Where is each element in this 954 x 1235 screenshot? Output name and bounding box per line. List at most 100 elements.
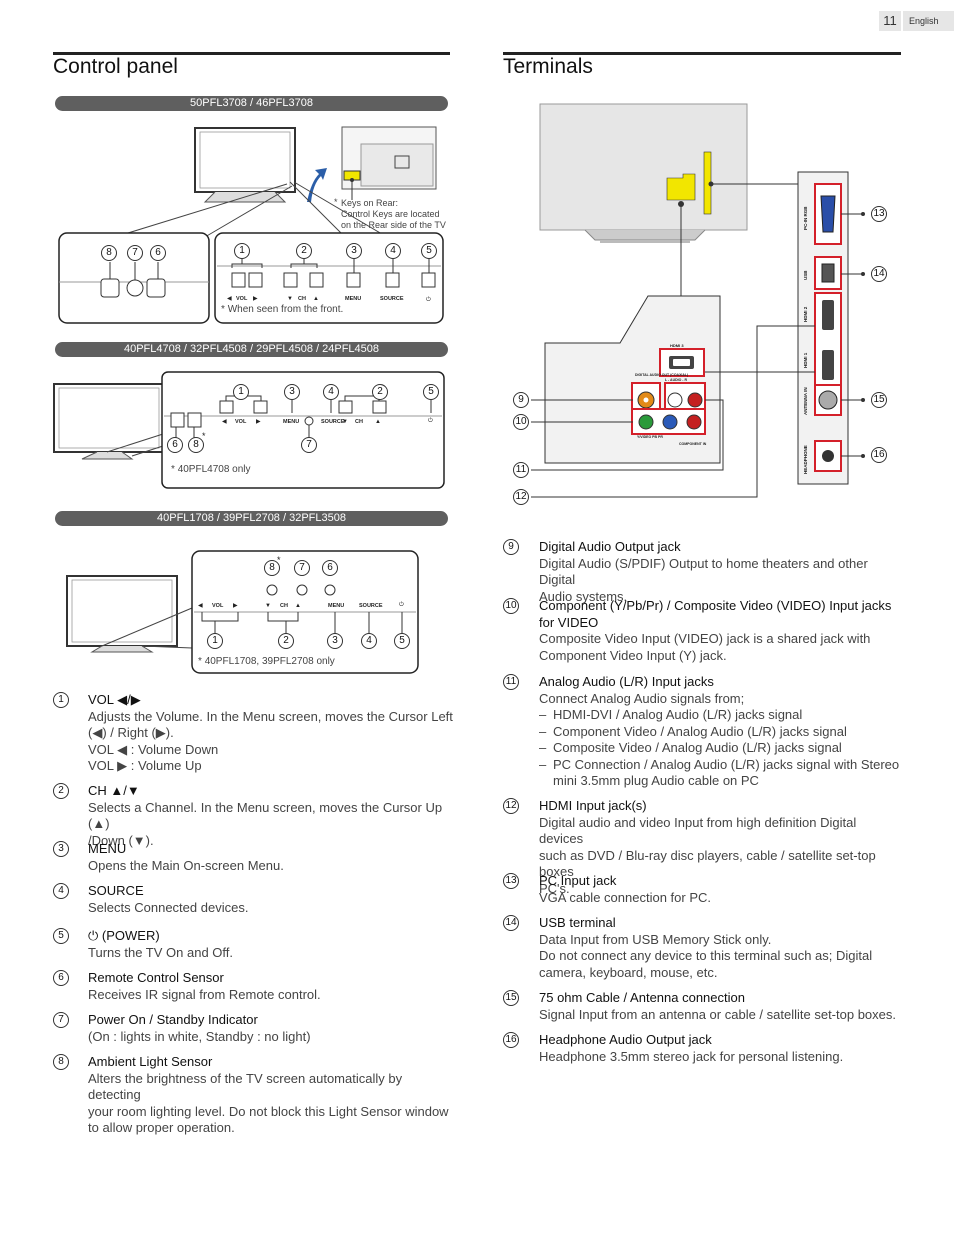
svg-text:DIGITAL AUDIO OUT (COAXIAL): DIGITAL AUDIO OUT (COAXIAL) bbox=[635, 373, 688, 377]
svg-text:▶: ▶ bbox=[233, 603, 238, 609]
svg-text:SOURCE: SOURCE bbox=[359, 603, 383, 609]
svg-text:CH: CH bbox=[355, 419, 363, 425]
callout-6: 6 bbox=[150, 245, 166, 261]
svg-text:Y/VIDEO PB PR: Y/VIDEO PB PR bbox=[637, 435, 663, 439]
callout-6: 6 bbox=[167, 437, 183, 453]
svg-text:▼: ▼ bbox=[265, 603, 271, 609]
callout-13: 13 bbox=[871, 206, 887, 222]
svg-text:COMPONENT IN: COMPONENT IN bbox=[679, 442, 707, 446]
svg-text:▼: ▼ bbox=[287, 296, 293, 302]
callout-14: 14 bbox=[871, 266, 887, 282]
section-rule bbox=[503, 52, 901, 55]
callout-11: 11 bbox=[513, 462, 529, 478]
model-bar-2: 40PFL4708 / 32PFL4508 / 29PFL4508 / 24PF… bbox=[55, 342, 448, 357]
model-1708-note: * 40PFL1708, 39PFL2708 only bbox=[198, 656, 335, 667]
rear-keys-note: *Keys on Rear: Control Keys are located … bbox=[334, 197, 446, 230]
control-panel-title: Control panel bbox=[53, 55, 178, 78]
model-bar-1: 50PFL3708 / 46PFL3708 bbox=[55, 96, 448, 111]
callout-3: 3 bbox=[346, 243, 362, 259]
terminals-title: Terminals bbox=[503, 55, 593, 78]
callout-3: 3 bbox=[284, 384, 300, 400]
svg-text:HDMI 1: HDMI 1 bbox=[803, 352, 808, 368]
section-rule bbox=[53, 52, 450, 55]
svg-text:SOURCE: SOURCE bbox=[321, 419, 345, 425]
svg-text:▲: ▲ bbox=[295, 603, 301, 609]
callout-8: 8 bbox=[101, 245, 117, 261]
page-number: 11 bbox=[879, 11, 901, 31]
svg-text:MENU: MENU bbox=[283, 419, 299, 425]
svg-text:▲: ▲ bbox=[313, 296, 319, 302]
svg-text:⏻: ⏻ bbox=[426, 296, 431, 303]
callout-2: 2 bbox=[278, 633, 294, 649]
svg-text:▲: ▲ bbox=[375, 419, 381, 425]
terminals-diagram: HDMI 3 DIGITAL AUDIO OUT (COAXIAL) L - A… bbox=[531, 103, 865, 498]
callout-7: 7 bbox=[127, 245, 143, 261]
cp-item-5: 5⏻ (POWER)Turns the TV On and Off. bbox=[53, 928, 453, 961]
svg-text:◀: ◀ bbox=[227, 296, 232, 302]
callout-7: 7 bbox=[294, 560, 310, 576]
callout-12: 12 bbox=[513, 489, 529, 505]
svg-text:▼: ▼ bbox=[342, 419, 348, 425]
svg-text:VOL: VOL bbox=[236, 296, 248, 302]
front-view-note: * When seen from the front. bbox=[221, 304, 344, 315]
callout-16: 16 bbox=[871, 447, 887, 463]
callout-5: 5 bbox=[394, 633, 410, 649]
callout-6: 6 bbox=[322, 560, 338, 576]
callout-1: 1 bbox=[234, 243, 250, 259]
callout-5: 5 bbox=[423, 384, 439, 400]
callout-4: 4 bbox=[323, 384, 339, 400]
list-item: HDMI-DVI / Analog Audio (L/R) jacks sign… bbox=[539, 707, 903, 724]
model-4708-note: * 40PFL4708 only bbox=[171, 464, 251, 475]
svg-text:*: * bbox=[277, 555, 281, 565]
svg-text:HDMI 2: HDMI 2 bbox=[803, 306, 808, 322]
svg-text:◀: ◀ bbox=[222, 419, 227, 425]
callout-4: 4 bbox=[385, 243, 401, 259]
callout-10: 10 bbox=[513, 414, 529, 430]
list-item: Component Video / Analog Audio (L/R) jac… bbox=[539, 724, 903, 741]
callout-3: 3 bbox=[327, 633, 343, 649]
model-bar-3: 40PFL1708 / 39PFL2708 / 32PFL3508 bbox=[55, 511, 448, 526]
language-label: English bbox=[903, 11, 954, 31]
svg-text:⏻: ⏻ bbox=[428, 417, 433, 424]
list-item: Composite Video / Analog Audio (L/R) jac… bbox=[539, 740, 903, 757]
svg-text:◀: ◀ bbox=[198, 603, 203, 609]
callout-8: 8 bbox=[264, 560, 280, 576]
callout-2: 2 bbox=[372, 384, 388, 400]
svg-text:⏻: ⏻ bbox=[399, 601, 404, 608]
callout-1: 1 bbox=[233, 384, 249, 400]
callout-15: 15 bbox=[871, 392, 887, 408]
callout-4: 4 bbox=[361, 633, 377, 649]
svg-text:ANTENNA IN: ANTENNA IN bbox=[803, 387, 808, 415]
callout-8: 8 bbox=[188, 437, 204, 453]
svg-text:▶: ▶ bbox=[256, 419, 261, 425]
callout-1: 1 bbox=[207, 633, 223, 649]
callout-9: 9 bbox=[513, 392, 529, 408]
svg-text:*: * bbox=[202, 431, 206, 441]
svg-text:HDMI 3: HDMI 3 bbox=[670, 343, 684, 348]
svg-text:PC-IN RGB: PC-IN RGB bbox=[803, 206, 808, 230]
svg-text:HEADPHONE: HEADPHONE bbox=[803, 445, 808, 474]
callout-5: 5 bbox=[421, 243, 437, 259]
svg-text:CH: CH bbox=[280, 603, 288, 609]
svg-text:L - AUDIO - R: L - AUDIO - R bbox=[665, 378, 687, 382]
svg-text:CH: CH bbox=[298, 296, 306, 302]
svg-text:USB: USB bbox=[803, 270, 808, 280]
svg-text:MENU: MENU bbox=[328, 603, 344, 609]
callout-2: 2 bbox=[296, 243, 312, 259]
svg-text:SOURCE: SOURCE bbox=[380, 296, 404, 302]
svg-text:▶: ▶ bbox=[253, 296, 258, 302]
